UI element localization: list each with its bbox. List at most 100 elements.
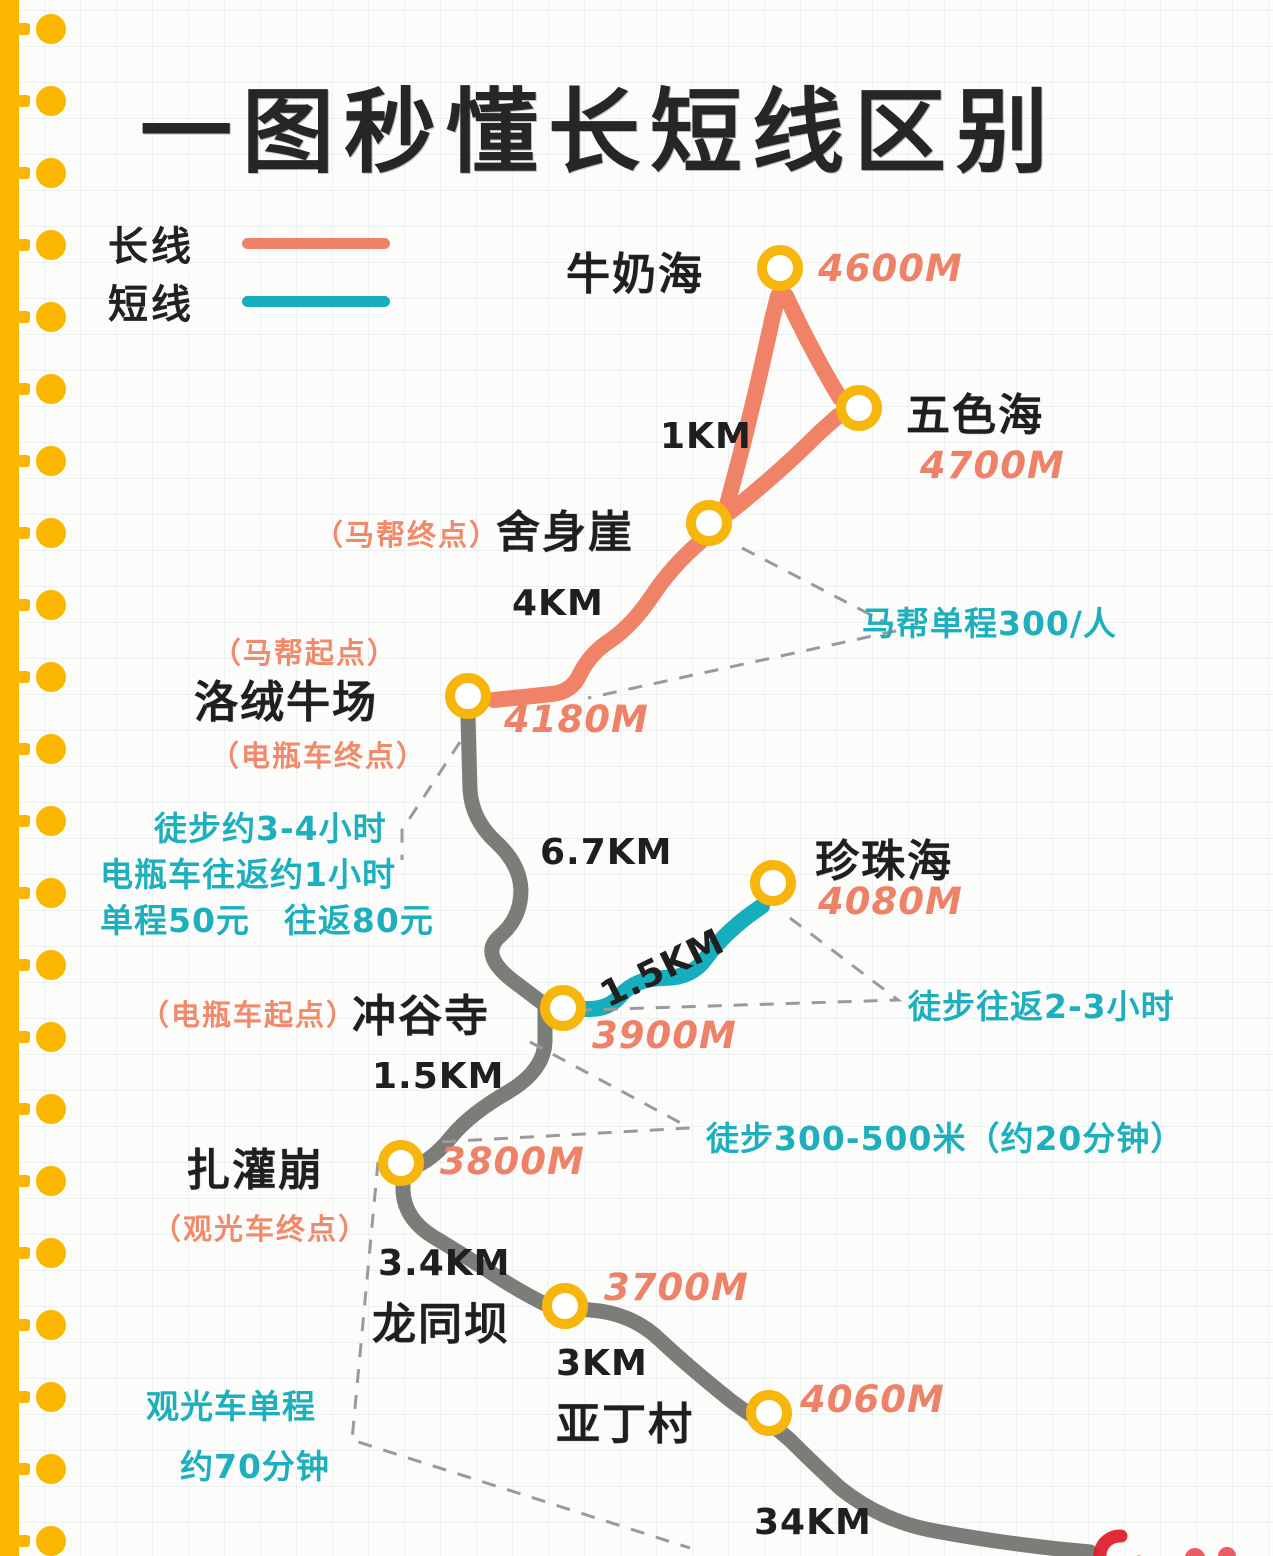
- route-segment-niunaihai-wusehai: [778, 288, 848, 406]
- elevation-luorongniuchang: 4180M: [504, 698, 649, 741]
- binding-dot: [36, 374, 66, 404]
- node-niunaihai[interactable]: [757, 245, 803, 291]
- binding-nub: [14, 311, 30, 323]
- node-yadingcun[interactable]: [746, 1390, 792, 1436]
- elevation-wusehai: 4700M: [920, 444, 1065, 487]
- place-label-chonggusi: 冲谷寺: [352, 991, 490, 1042]
- elevation-chonggusi: 3900M: [592, 1014, 737, 1057]
- binding-dot: [36, 734, 66, 764]
- legend-swatch-long-route: [242, 237, 390, 249]
- binding-dot: [36, 1526, 66, 1556]
- note-short-walk: 徒步300-500米（约20分钟）: [706, 1119, 1185, 1158]
- legend-item-short-route: 短线: [108, 272, 390, 330]
- binding-nub: [14, 23, 30, 35]
- node-sheshenya[interactable]: [686, 500, 732, 546]
- distance-luorongniuchang-chonggusi: 6.7KM: [540, 832, 673, 873]
- distance-chonggusi-zhenzhuhai: 1.5KM: [594, 921, 732, 1016]
- binding-nub: [14, 1247, 30, 1259]
- distance-sheshenya-luorongniuchang: 4KM: [512, 583, 604, 624]
- distance-zhaguanbeng-longtongba: 3.4KM: [378, 1243, 511, 1284]
- place-label-sheshenya: 舍身崖: [496, 507, 634, 558]
- binding-dot: [36, 230, 66, 260]
- node-wusehai[interactable]: [836, 385, 882, 431]
- legend-label-short-route: 短线: [108, 281, 194, 328]
- binding-dot: [36, 1166, 66, 1196]
- place-label-longtongba: 龙同坝: [372, 1299, 510, 1350]
- legend: 长线 短线: [108, 214, 390, 330]
- note-cart-fare: 单程50元 往返80元: [100, 901, 434, 940]
- binding-nub: [14, 167, 30, 179]
- binding-dot: [36, 662, 66, 692]
- place-label-zhenzhuhai: 珍珠海: [815, 836, 953, 887]
- binding-dot: [36, 1382, 66, 1412]
- binding-nub: [14, 455, 30, 467]
- place-label-niunaihai: 牛奶海: [566, 249, 704, 300]
- binding-nub: [14, 1175, 30, 1187]
- place-label-wusehai: 五色海: [906, 390, 1044, 441]
- place-label-luorongniuchang: 洛绒牛场: [194, 677, 378, 728]
- binding-nub: [14, 959, 30, 971]
- legend-swatch-short-route: [242, 295, 390, 307]
- sublabel-chonggusi-cart-start: （电瓶车起点）: [140, 998, 358, 1032]
- binding-nub: [14, 527, 30, 539]
- binding-dot: [36, 14, 66, 44]
- binding-dot: [36, 1310, 66, 1340]
- binding-dot: [36, 1094, 66, 1124]
- binding-dot: [36, 1454, 66, 1484]
- node-zhaguanbeng[interactable]: [378, 1140, 424, 1186]
- binding-dot: [36, 86, 66, 116]
- note-hike-3-4h: 徒步约3-4小时: [154, 809, 387, 848]
- binding-nub: [14, 887, 30, 899]
- node-chonggusi[interactable]: [540, 985, 586, 1031]
- note-cart-roundtrip: 电瓶车往返约1小时: [100, 855, 396, 894]
- elevation-zhaguanbeng: 3800M: [440, 1140, 585, 1183]
- elevation-zhenzhuhai: 4080M: [818, 880, 963, 923]
- distance-yadingcun-onward: 34KM: [754, 1502, 872, 1543]
- binding-dot: [36, 158, 66, 188]
- binding-dot: [36, 950, 66, 980]
- binding-nub: [14, 1463, 30, 1475]
- elevation-yadingcun: 4060M: [800, 1378, 945, 1421]
- note-bus-duration: 约70分钟: [180, 1447, 330, 1486]
- binding-dot: [36, 302, 66, 332]
- place-label-yadingcun: 亚丁村: [556, 1399, 694, 1450]
- leader-line-mabang-fare: [587, 546, 905, 700]
- binding-nub: [14, 239, 30, 251]
- node-longtongba[interactable]: [542, 1283, 588, 1329]
- binding-dot: [36, 590, 66, 620]
- note-pearl-lake-hike: 徒步往返2-3小时: [908, 987, 1175, 1026]
- distance-chonggusi-zhaguanbeng: 1.5KM: [372, 1056, 505, 1097]
- binding-nub: [14, 1391, 30, 1403]
- elevation-longtongba: 3700M: [604, 1266, 749, 1309]
- note-bus-oneway: 观光车单程: [146, 1387, 316, 1426]
- distance-longtongba-yadingcun: 3KM: [556, 1343, 648, 1384]
- binding-nub: [14, 815, 30, 827]
- binding-nub: [14, 671, 30, 683]
- legend-item-long-route: 长线: [108, 214, 390, 272]
- node-luorongniuchang[interactable]: [445, 673, 491, 719]
- binding-nub: [14, 743, 30, 755]
- elevation-niunaihai: 4600M: [818, 247, 963, 290]
- sublabel-zhaguanbeng-bus-end: （观光车终点）: [152, 1212, 370, 1246]
- binding-nub: [14, 383, 30, 395]
- binding-dot: [36, 1238, 66, 1268]
- watermark-logo: [1093, 1529, 1236, 1556]
- binding-nub: [14, 1319, 30, 1331]
- sublabel-sheshenya-mabang-end: （马帮终点）: [314, 518, 501, 552]
- binding-nub: [14, 599, 30, 611]
- sublabel-luorong-mabang-start: （马帮起点）: [212, 636, 399, 670]
- sublabel-luorong-cart-end: （电瓶车终点）: [210, 739, 428, 773]
- place-label-zhaguanbeng: 扎灌崩: [186, 1145, 324, 1196]
- binding-nub: [14, 1031, 30, 1043]
- binding-dot: [36, 518, 66, 548]
- binding-nub: [14, 1103, 30, 1115]
- binding-nub: [14, 95, 30, 107]
- legend-label-long-route: 长线: [108, 223, 194, 270]
- node-zhenzhuhai[interactable]: [750, 860, 796, 906]
- distance-niunaihai-sheshenya: 1KM: [660, 416, 752, 457]
- binding-dot: [36, 806, 66, 836]
- binding-dot: [36, 1022, 66, 1052]
- binding-dot: [36, 446, 66, 476]
- page-title: 一图秒懂长短线区别: [140, 78, 1059, 186]
